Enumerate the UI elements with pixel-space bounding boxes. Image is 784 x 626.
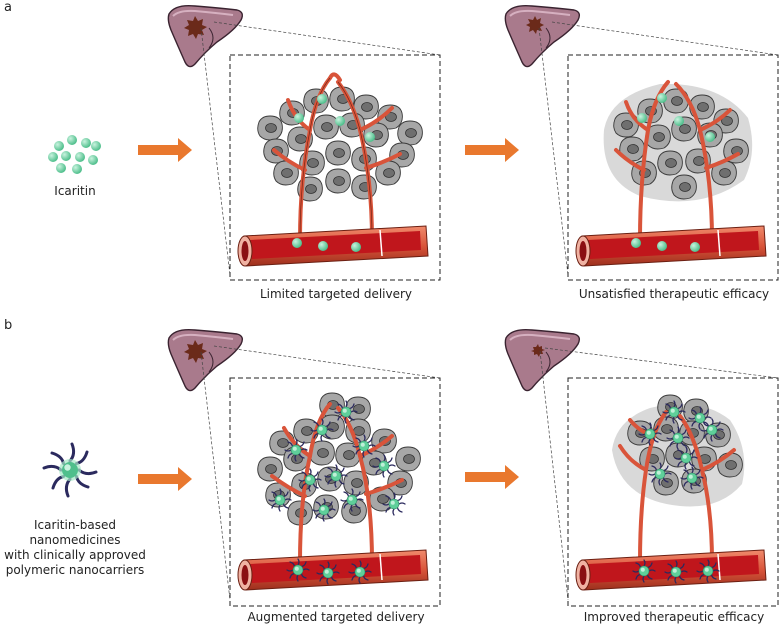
caption-augmented-delivery: Augmented targeted delivery xyxy=(247,610,425,624)
panel-letter-a: a xyxy=(4,0,12,15)
drug-label-nanomedicine: Icaritin-based nanomedicines with clinic… xyxy=(0,518,150,578)
zoom-box xyxy=(229,54,441,281)
liver-icon xyxy=(167,328,244,392)
blood-vessel xyxy=(575,549,767,591)
liver-tumor-icon xyxy=(531,344,545,357)
zoom-box xyxy=(567,54,779,281)
blood-vessel xyxy=(237,549,429,591)
tumor-mass xyxy=(257,86,423,202)
caption-limited-delivery: Limited targeted delivery xyxy=(259,287,413,301)
caption-unsatisfied-efficacy: Unsatisfied therapeutic efficacy xyxy=(578,287,770,301)
drug-label-icaritin: Icaritin xyxy=(30,184,120,199)
drug-label-line: Icaritin xyxy=(54,184,96,198)
zoom-box xyxy=(567,377,779,607)
icaritin-molecules xyxy=(48,135,101,174)
arrow-icon xyxy=(465,465,519,489)
liver-icon xyxy=(167,4,244,68)
zoom-box xyxy=(229,377,441,607)
arrow-icon xyxy=(138,467,192,491)
caption-improved-efficacy: Improved therapeutic efficacy xyxy=(583,610,765,624)
panel-a-graphics xyxy=(48,4,779,281)
liver-tumor-icon xyxy=(184,16,207,39)
drug-label-line: with clinically approved xyxy=(4,548,146,562)
arrow-icon xyxy=(465,138,519,162)
liver-tumor-icon xyxy=(184,340,207,363)
arrow-icon xyxy=(138,138,192,162)
panel-letter-b: b xyxy=(4,318,13,333)
blood-vessel xyxy=(237,225,429,267)
nanomedicine-icon xyxy=(42,442,98,498)
drug-label-line: Icaritin-based nanomedicines xyxy=(29,518,121,547)
drug-label-line: polymeric nanocarriers xyxy=(5,563,145,577)
blood-vessel xyxy=(575,225,767,267)
tumor-vasculature xyxy=(270,402,404,564)
panel-b-graphics xyxy=(42,328,779,607)
